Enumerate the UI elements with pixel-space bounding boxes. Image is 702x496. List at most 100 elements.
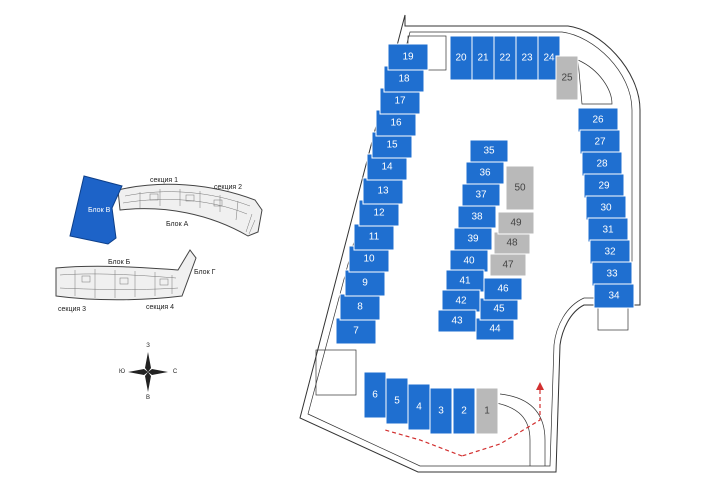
parking-spot-42[interactable]: 42 [441,289,481,313]
parking-spot-28[interactable]: 28 [581,151,623,177]
parking-spot-33[interactable]: 33 [591,261,633,287]
parking-spot-number: 17 [394,96,406,107]
parking-spot-number: 40 [463,256,475,267]
parking-spot-number: 25 [561,73,573,84]
parking-spot-number: 12 [373,208,385,219]
parking-spot-number: 20 [455,53,467,64]
parking-spot-46[interactable]: 46 [483,277,523,301]
parking-spot-fill [483,277,523,301]
parking-spot-number: 48 [506,238,518,249]
parking-spot-47[interactable]: 47 [489,253,527,277]
parking-spot-fill [589,239,631,265]
parking-spot-fill [583,173,625,199]
building-block-a-detail [122,189,256,235]
parking-spot-number: 8 [357,302,363,313]
parking-spot-40[interactable]: 40 [449,249,489,273]
parking-spot-6[interactable]: 6 [363,371,387,419]
parking-spot-number: 42 [455,296,467,307]
parking-spot-25[interactable]: 25 [555,55,579,101]
parking-spot-35[interactable]: 35 [469,139,509,163]
parking-spot-fill [577,107,619,133]
utility-room-right [597,307,629,331]
parking-spot-34[interactable]: 34 [593,283,635,309]
parking-spot-11[interactable]: 11 [353,223,395,251]
parking-spot-38[interactable]: 38 [457,205,497,229]
parking-spot-20[interactable]: 20 [449,35,473,81]
parking-inner-wall [307,31,633,467]
parking-spot-number: 39 [467,234,479,245]
parking-spot-number: 6 [372,390,378,401]
parking-spot-number: 23 [521,53,533,64]
building-block-b-detail [59,269,179,298]
parking-spot-number: 5 [394,396,400,407]
parking-spot-number: 21 [477,53,489,64]
parking-spot-number: 1 [484,406,490,417]
parking-spot-number: 29 [598,181,610,192]
parking-spot-fill [587,217,629,243]
parking-spot-fill [505,165,535,211]
parking-spot-49[interactable]: 49 [497,211,535,235]
parking-spot-number: 35 [483,146,495,157]
parking-spot-number: 38 [471,212,483,223]
parking-spot-7[interactable]: 7 [335,317,377,345]
parking-spot-19[interactable]: 19 [387,43,429,71]
label-block-a: Блок А [166,221,189,228]
compass-west-label: Ю [119,369,125,375]
parking-spot-fill [387,43,429,71]
parking-spot-number: 7 [353,326,359,337]
parking-spot-31[interactable]: 31 [587,217,629,243]
parking-spot-32[interactable]: 32 [589,239,631,265]
parking-spot-fill [362,177,404,205]
parking-spot-number: 31 [602,225,614,236]
parking-spot-5[interactable]: 5 [385,377,409,425]
label-block-b: Блок Б [108,259,131,266]
compass-east-label: С [173,369,178,375]
parking-spot-number: 32 [604,247,616,258]
parking-spot-number: 15 [386,140,398,151]
parking-spot-fill [335,317,377,345]
parking-spot-number: 41 [459,276,471,287]
parking-spot-number: 3 [438,406,444,417]
parking-spot-number: 16 [390,118,402,129]
parking-spot-39[interactable]: 39 [453,227,493,251]
parking-spot-number: 14 [381,162,393,173]
parking-spot-29[interactable]: 29 [583,173,625,199]
parking-spot-23[interactable]: 23 [515,35,539,81]
parking-spot-9[interactable]: 9 [344,269,386,297]
parking-spot-43[interactable]: 43 [437,309,477,333]
parking-spot-2[interactable]: 2 [452,387,476,435]
parking-spot-fill [497,211,535,235]
parking-spot-number: 4 [416,402,422,413]
parking-spot-fill [339,293,381,321]
label-section-4: секция 4 [146,304,174,311]
parking-spot-41[interactable]: 41 [445,269,485,293]
parking-spot-26[interactable]: 26 [577,107,619,133]
parking-spot-8[interactable]: 8 [339,293,381,321]
parking-spot-30[interactable]: 30 [585,195,627,221]
parking-spot-13[interactable]: 13 [362,177,404,205]
parking-outer-wall [299,14,641,473]
parking-spot-45[interactable]: 45 [479,297,519,321]
parking-spot-number: 45 [493,304,505,315]
parking-spot-37[interactable]: 37 [461,183,501,207]
parking-spot-number: 26 [592,115,604,126]
parking-spot-22[interactable]: 22 [493,35,517,81]
entry-route [384,390,541,457]
parking-spot-fill [593,283,635,309]
parking-spot-36[interactable]: 36 [465,161,505,185]
parking-spot-48[interactable]: 48 [493,231,531,255]
parking-spot-27[interactable]: 27 [579,129,621,155]
parking-spot-number: 22 [499,53,511,64]
parking-spot-fill [585,195,627,221]
parking-spot-1[interactable]: 1 [475,387,499,435]
parking-spot-fill [579,129,621,155]
parking-spot-21[interactable]: 21 [471,35,495,81]
parking-spot-fill [452,387,476,435]
parking-spot-50[interactable]: 50 [505,165,535,211]
parking-spot-number: 11 [369,232,380,243]
parking-spot-3[interactable]: 3 [429,387,453,435]
parking-spot-44[interactable]: 44 [475,317,515,341]
parking-spot-4[interactable]: 4 [407,383,431,431]
